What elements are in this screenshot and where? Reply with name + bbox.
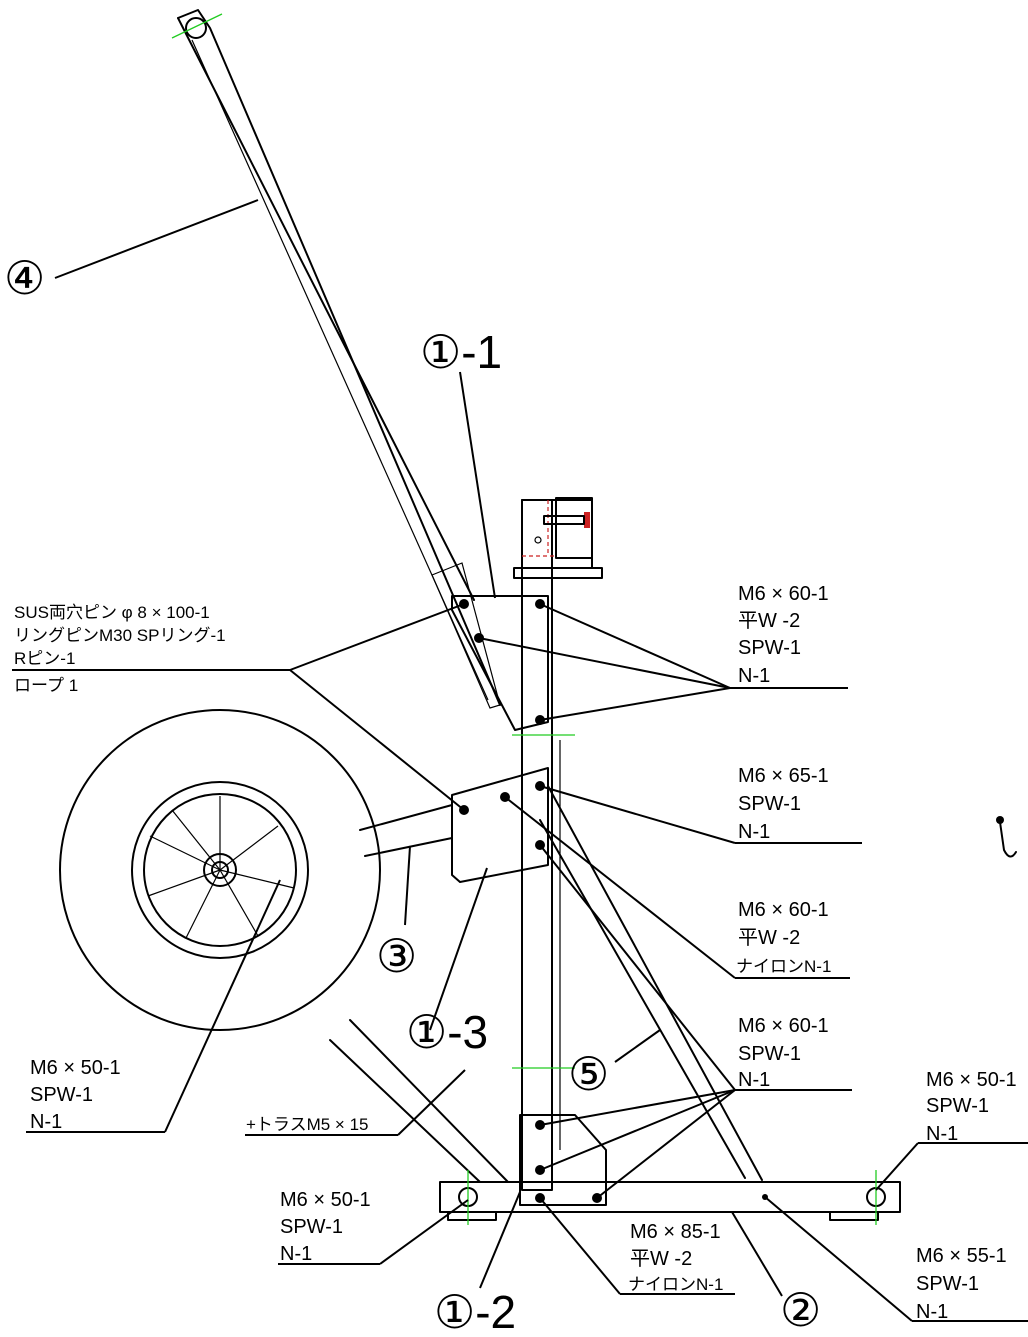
callout-line: N-1 (738, 665, 770, 687)
label-part-2: ② (780, 1284, 821, 1336)
callout-m6x55: M6 × 55-1 SPW-1 N-1 (916, 1245, 1007, 1323)
callout-line: SPW-1 (738, 793, 801, 815)
callout-line: M6 × 50-1 (30, 1057, 121, 1079)
callout-line: N-1 (738, 1069, 770, 1091)
callout-line: M6 × 65-1 (738, 765, 829, 787)
callout-wheel-bolt: M6 × 50-1 SPW-1 N-1 (30, 1057, 121, 1133)
callout-line: SUS両穴ピン φ 8 × 100-1 (14, 603, 210, 622)
callout-line: SPW-1 (30, 1084, 93, 1106)
callout-line: M6 × 60-1 (738, 899, 829, 921)
label-part-3: ③ (376, 930, 417, 982)
callout-line: N-1 (30, 1111, 62, 1133)
top-clamp (513, 497, 603, 579)
callout-line: ナイロンN-1 (736, 957, 831, 976)
callout-line: N-1 (280, 1243, 312, 1265)
label-part-1-2: ①-2 (434, 1286, 516, 1337)
base-bar (439, 1170, 901, 1225)
callout-m6x85: M6 × 85-1 平W -2 ナイロンN-1 (628, 1221, 723, 1294)
callout-truss: +トラスM5 × 15 (246, 1115, 369, 1134)
callout-top-right: M6 × 60-1 平W -2 SPW-1 N-1 (738, 583, 829, 687)
callout-m6x60-spw: M6 × 60-1 SPW-1 N-1 (738, 1015, 829, 1091)
callout-line: 平W -2 (738, 927, 800, 949)
callout-line: SPW-1 (738, 1043, 801, 1065)
rear-strut (329, 1019, 509, 1183)
callout-line: 平W -2 (738, 610, 800, 632)
callout-line: M6 × 60-1 (738, 583, 829, 605)
callout-line: SPW-1 (280, 1216, 343, 1238)
leader-lines (12, 199, 1028, 1322)
wheel (59, 709, 381, 1031)
callout-line: SPW-1 (738, 637, 801, 659)
diagonal-strut (539, 785, 763, 1181)
callout-line: ナイロンN-1 (628, 1275, 723, 1294)
callout-line: リングピンM30 SPリング-1 (14, 626, 226, 645)
callout-line: N-1 (916, 1301, 948, 1323)
callout-line: ロープ 1 (14, 676, 78, 695)
callout-right-m6x50: M6 × 50-1 SPW-1 N-1 (926, 1069, 1017, 1145)
label-part-1-1: ①-1 (420, 326, 502, 378)
plate-1-1 (451, 595, 549, 731)
r-pin-symbol (996, 816, 1017, 858)
callout-line: 平W -2 (630, 1248, 692, 1270)
handle-arm (171, 9, 501, 709)
callout-line: SPW-1 (916, 1273, 979, 1295)
callout-line: M6 × 55-1 (916, 1245, 1007, 1267)
callout-line: M6 × 50-1 (926, 1069, 1017, 1091)
label-part-1-3: ①-3 (406, 1006, 488, 1058)
callout-line: N-1 (926, 1123, 958, 1145)
callout-m6x65: M6 × 65-1 SPW-1 N-1 (738, 765, 829, 843)
axle-arm (359, 804, 453, 857)
callout-left-base: M6 × 50-1 SPW-1 N-1 (280, 1189, 371, 1265)
callout-line: M6 × 85-1 (630, 1221, 721, 1243)
callout-pin-group: SUS両穴ピン φ 8 × 100-1 リングピンM30 SPリング-1 Rピン… (14, 603, 226, 695)
label-part-5: ⑤ (568, 1048, 609, 1100)
label-part-4: ④ (4, 252, 45, 304)
callout-line: N-1 (738, 821, 770, 843)
callout-m6x60-nylon: M6 × 60-1 平W -2 ナイロンN-1 (736, 899, 831, 976)
callout-line: SPW-1 (926, 1095, 989, 1117)
callout-line: M6 × 60-1 (738, 1015, 829, 1037)
callout-line: Rピン-1 (14, 649, 75, 668)
callout-line: M6 × 50-1 (280, 1189, 371, 1211)
plate-1-3 (451, 767, 549, 883)
